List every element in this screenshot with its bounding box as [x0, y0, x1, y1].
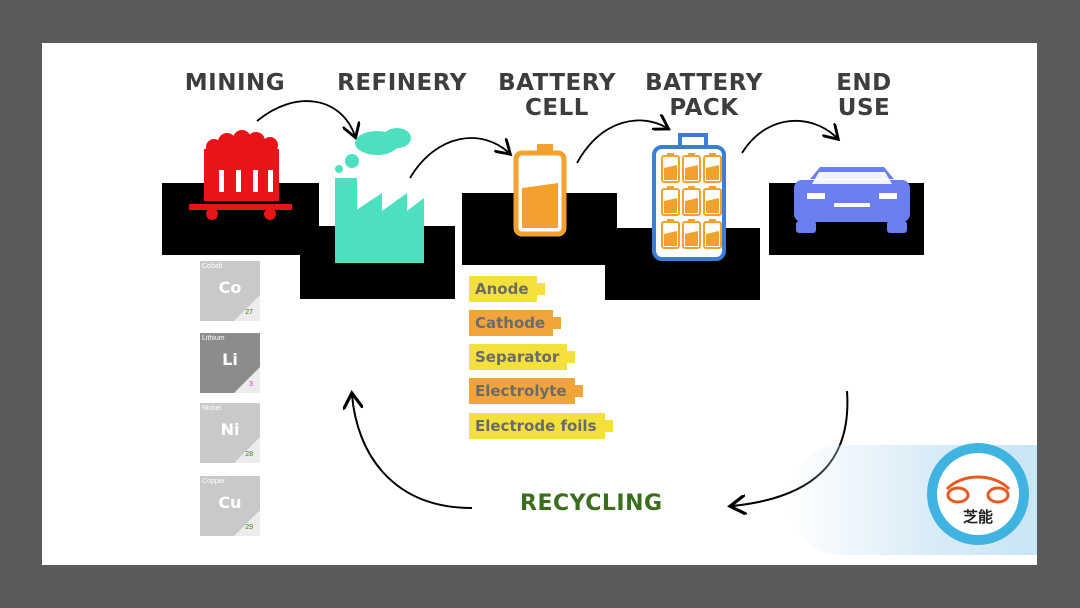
logo-text: 芝能 [962, 508, 993, 526]
stage-title-battery-cell: BATTERY CELL [498, 70, 616, 121]
component-label: Electrode foils [469, 413, 605, 439]
element-number: 29 [245, 524, 253, 531]
element-symbol: Cu [218, 493, 242, 512]
component-label: Electrolyte [469, 378, 575, 404]
diagram-canvas: MINING REFINERY BATTERY CELL BATTERY PAC… [42, 43, 1037, 565]
pack-cell-icon [703, 219, 722, 249]
element-number: 3 [249, 381, 253, 388]
component-tag-anode: Anode [469, 276, 545, 302]
pack-cell-icon [682, 186, 701, 216]
arrow-recycling-to-mining [352, 395, 473, 509]
recycling-label: RECYCLING [520, 491, 663, 516]
stage-title-mining: MINING [184, 70, 286, 96]
component-tag-tab [535, 283, 545, 295]
element-symbol: Ni [220, 420, 240, 439]
pack-cell-icon [661, 153, 680, 183]
element-name: Lithium [202, 335, 225, 342]
tile-corner [234, 437, 260, 463]
component-tag-electrode-foils: Electrode foils [469, 413, 613, 439]
logo-mark-icon [945, 475, 1011, 504]
element-tile-copper: Copper Cu 29 [200, 476, 260, 536]
pack-cell-icon [682, 153, 701, 183]
component-label: Cathode [469, 310, 554, 336]
element-name: Nickel [202, 405, 222, 412]
mining-cart-icon [189, 130, 292, 220]
element-tile-lithium: Lithium Li 3 [200, 333, 260, 393]
component-tag-cathode: Cathode [469, 310, 562, 336]
arrow-pack-to-end-use [741, 119, 837, 154]
pack-cell-icon [703, 153, 722, 183]
tile-corner [234, 510, 260, 536]
component-tag-separator: Separator [469, 344, 576, 370]
battery-pack-icon [652, 133, 726, 261]
element-tile-cobalt: Cobalt Co 27 [200, 261, 260, 321]
tile-corner [234, 367, 260, 393]
stage-title-battery-pack: BATTERY PACK [645, 70, 763, 121]
pack-cell-icon [703, 186, 722, 216]
element-name: Copper [202, 478, 225, 485]
component-tag-tab [573, 385, 583, 397]
component-tag-tab [603, 420, 613, 432]
component-label: Anode [469, 276, 537, 302]
end-use-car-icon [794, 167, 910, 233]
stage-title-end-use: END USE [836, 70, 892, 121]
element-name: Cobalt [202, 263, 223, 270]
pack-cell-icon [661, 186, 680, 216]
element-number: 28 [245, 451, 253, 458]
arrow-mining-to-refinery [256, 100, 355, 136]
logo-badge [937, 453, 1019, 535]
element-symbol: Co [218, 278, 242, 297]
battery-cell-icon [513, 144, 567, 237]
element-tile-nickel: Nickel Ni 28 [200, 403, 260, 463]
pack-cell-icon [682, 219, 701, 249]
component-label: Separator [469, 344, 568, 370]
component-tag-tab [552, 317, 562, 329]
pack-cell-icon [661, 219, 680, 249]
component-tag-electrolyte: Electrolyte [469, 378, 583, 404]
refinery-factory-icon [335, 128, 424, 263]
element-number: 27 [245, 309, 253, 316]
arrow-refinery-to-cell [409, 137, 509, 179]
arrow-cell-to-pack [576, 120, 667, 164]
component-tag-tab [566, 351, 576, 363]
element-symbol: Li [222, 350, 238, 369]
stage-title-refinery: REFINERY [337, 70, 467, 96]
tile-corner [234, 295, 260, 321]
